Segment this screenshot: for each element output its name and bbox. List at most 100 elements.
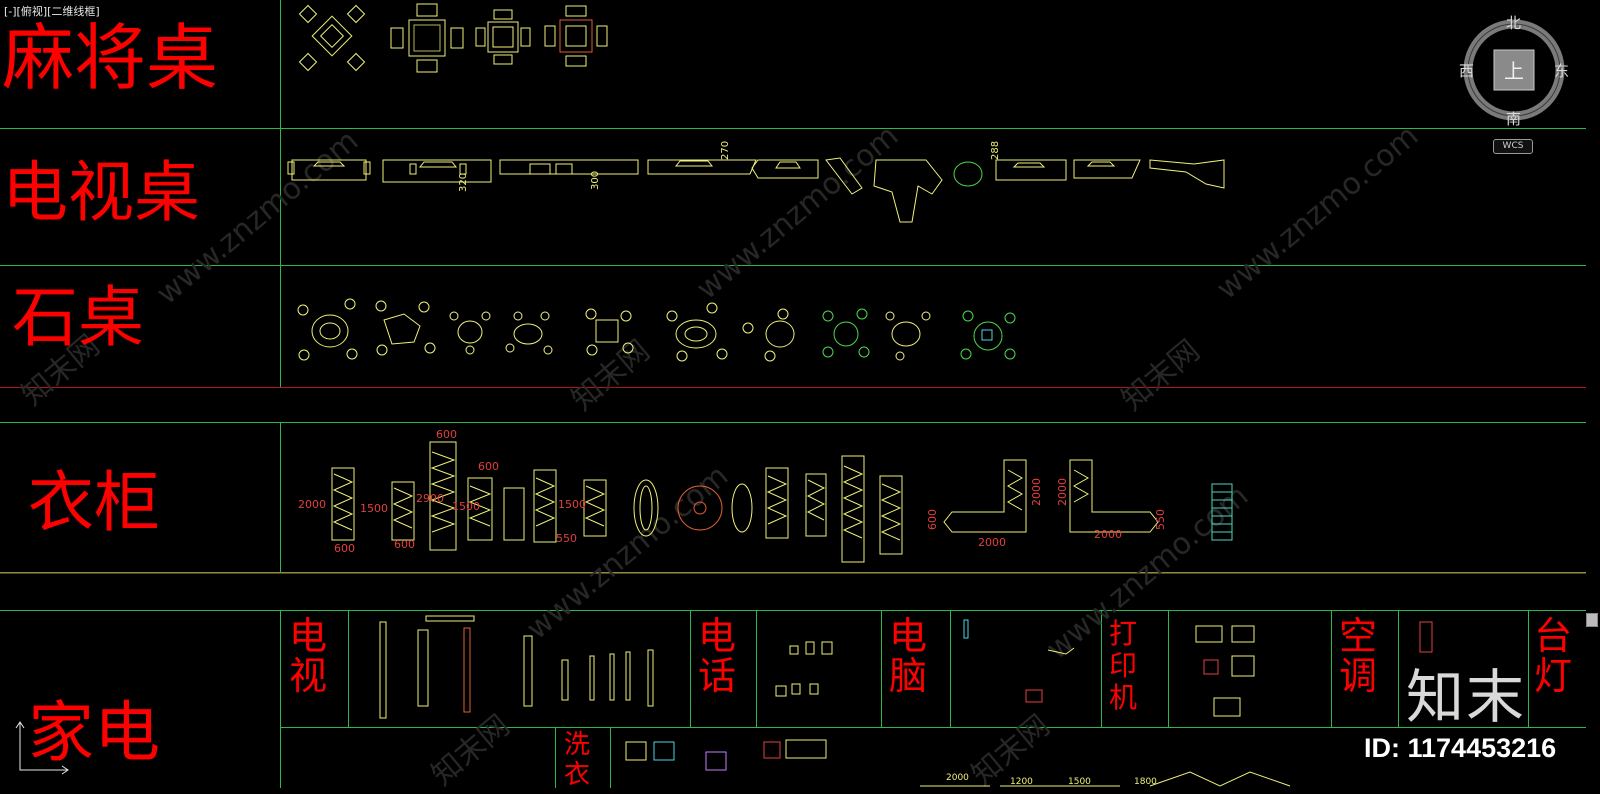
wardrobe-symbol[interactable] [731, 483, 753, 533]
tv-dimension: 288 [990, 141, 1001, 160]
tv-table-symbol[interactable] [1149, 159, 1225, 189]
grid-line [280, 727, 1586, 728]
wardrobe-dimension: 600 [436, 428, 457, 441]
tv-table-symbol[interactable] [953, 159, 1067, 187]
stone-table-symbol[interactable] [585, 308, 634, 356]
category-label-mahjong-table: 麻将桌 [2, 16, 219, 100]
wardrobe-symbol[interactable] [677, 485, 723, 531]
aircon-symbol[interactable] [1419, 621, 1433, 653]
stone-table-symbol[interactable] [960, 310, 1016, 360]
tv-dimension: 270 [720, 141, 731, 160]
wardrobe-dimension: 550 [556, 532, 577, 545]
category-label-appliances: 家电 [28, 694, 160, 771]
tv-table-symbol[interactable] [751, 159, 819, 179]
wardrobe-symbol[interactable] [633, 479, 659, 537]
wardrobe-symbol[interactable] [841, 455, 865, 563]
wardrobe-symbol[interactable] [805, 473, 827, 537]
wcs-dropdown[interactable]: WCS [1493, 139, 1533, 154]
viewcube-compass[interactable] [1463, 19, 1565, 121]
wardrobe-symbol[interactable] [429, 441, 457, 551]
tv-table-symbol[interactable] [382, 159, 492, 183]
computer-symbol[interactable] [963, 619, 1075, 703]
stone-table-symbol[interactable] [885, 311, 931, 361]
wardrobe-dimension: 2000 [1056, 478, 1069, 506]
grid-line [1398, 610, 1399, 727]
wardrobe-dimension: 600 [478, 460, 499, 473]
appliance-label-phone: 电话 [697, 614, 736, 698]
grid-line [0, 128, 1586, 129]
category-label-tv-table: 电视桌 [2, 154, 200, 231]
wardrobe-symbol[interactable] [879, 475, 903, 555]
phone-symbol[interactable] [775, 641, 833, 697]
grid-line [0, 422, 1586, 423]
wardrobe-symbol[interactable] [943, 459, 1027, 533]
tv-table-symbol[interactable] [287, 159, 371, 181]
grid-line [280, 610, 281, 788]
wardrobe-symbol[interactable] [503, 487, 525, 541]
stone-table-symbol[interactable] [375, 300, 436, 356]
tv-symbol[interactable] [379, 615, 654, 719]
mahjong-table-symbol[interactable] [475, 9, 531, 65]
brand-watermark: 知末 [1406, 663, 1527, 731]
wardrobe-dimension: 2000 [298, 498, 326, 511]
compass-north[interactable]: 北 [1506, 14, 1522, 32]
compass-west[interactable]: 西 [1459, 62, 1475, 80]
stone-table-symbol[interactable] [742, 308, 795, 362]
wardrobe-dimension: 2000 [1094, 528, 1122, 541]
viewcube-face[interactable] [1493, 49, 1535, 91]
grid-line [756, 610, 757, 727]
grid-line [0, 610, 1586, 611]
stone-table-symbol[interactable] [505, 311, 553, 355]
grid-line [555, 727, 556, 788]
bottom-dimension: 1800 [1134, 777, 1157, 787]
mahjong-table-symbol[interactable] [390, 3, 464, 73]
stone-table-symbol[interactable] [666, 302, 728, 362]
compass-east[interactable]: 东 [1554, 62, 1570, 80]
tv-dimension: 320 [458, 173, 469, 192]
wardrobe-symbol[interactable] [331, 467, 355, 541]
wardrobe-symbol[interactable] [1211, 483, 1233, 541]
stone-table-symbol[interactable] [297, 298, 358, 361]
viewport-label[interactable]: [-][俯视][二维线框] [4, 5, 100, 18]
tv-table-symbol[interactable] [873, 159, 943, 223]
category-label-stone-table: 石桌 [12, 279, 144, 356]
wardrobe-dimension: 1500 [558, 498, 586, 511]
wardrobe-dimension: 550 [1154, 509, 1167, 530]
wardrobe-symbol[interactable] [467, 477, 493, 541]
compass-south[interactable]: 南 [1506, 110, 1522, 128]
wardrobe-symbol[interactable] [765, 467, 789, 539]
washer-symbol[interactable] [625, 739, 827, 771]
bottom-dimension: 1200 [1010, 777, 1033, 787]
tv-table-symbol[interactable] [825, 157, 863, 195]
grid-line [0, 572, 1586, 573]
wardrobe-symbol[interactable] [533, 469, 557, 543]
grid-line [950, 610, 951, 727]
wardrobe-dimension: 2000 [1030, 478, 1043, 506]
mahjong-table-symbol[interactable] [298, 4, 366, 72]
wardrobe-symbol[interactable] [391, 481, 415, 541]
tv-table-symbol[interactable] [647, 159, 757, 175]
grid-line [348, 610, 349, 727]
wardrobe-dimension: 600 [926, 509, 939, 530]
viewcube-face-label: 上 [1504, 59, 1524, 83]
grid-line [0, 265, 1586, 266]
vertical-scrollbar-thumb[interactable] [1586, 613, 1598, 627]
wardrobe-symbol[interactable] [1069, 459, 1159, 533]
asset-id-watermark: ID: 1174453216 [1364, 733, 1557, 763]
appliance-label-aircon: 空调 [1338, 614, 1377, 698]
tv-table-symbol[interactable] [1073, 159, 1141, 179]
mahjong-table-symbol[interactable] [544, 5, 608, 67]
bottom-dimension: 2000 [946, 773, 969, 783]
bottom-dimension: 1500 [1068, 777, 1091, 787]
printer-symbol[interactable] [1195, 625, 1255, 717]
stone-table-symbol[interactable] [822, 308, 870, 358]
wardrobe-dimension: 2000 [978, 536, 1006, 549]
grid-line [0, 387, 1586, 388]
stone-table-symbol[interactable] [449, 311, 491, 355]
grid-line [610, 727, 611, 788]
grid-line [1528, 610, 1529, 727]
wardrobe-symbol[interactable] [583, 479, 607, 537]
tv-table-symbol[interactable] [499, 159, 639, 175]
